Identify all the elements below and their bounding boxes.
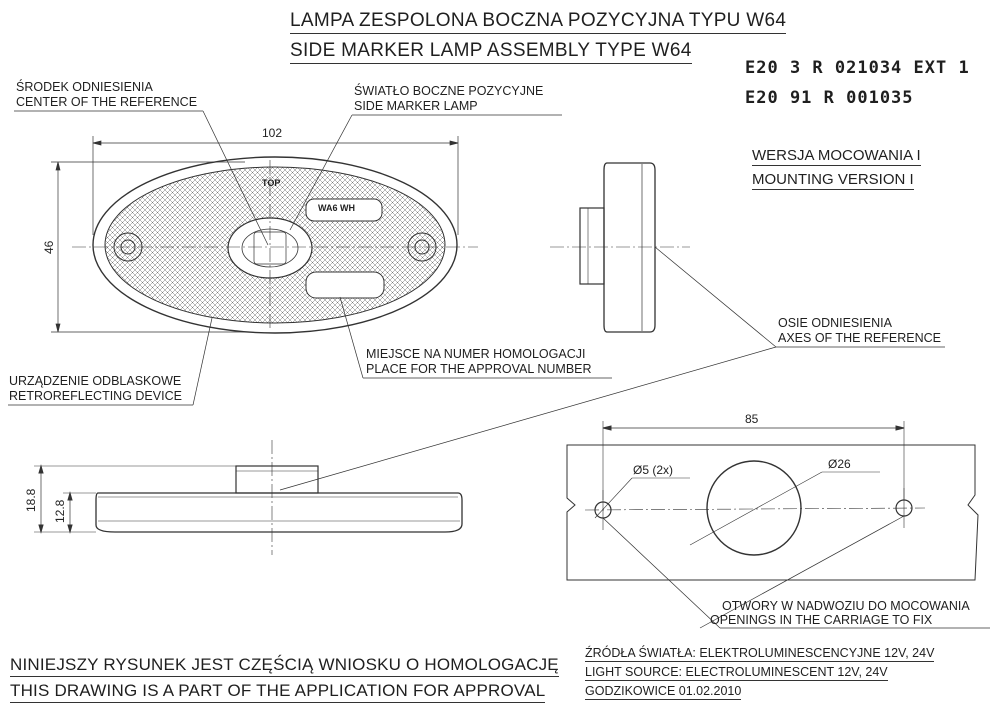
mounting-version-polish: WERSJA MOCOWANIA I [752,147,921,166]
dimension-total-height: 18.8 [24,488,38,512]
label-openings-pl: OTWORY W NADWOZIU DO MOCOWANIA [722,599,970,613]
dimension-body-height: 12.8 [53,499,67,523]
title-english: SIDE MARKER LAMP ASSEMBLY TYPE W64 [290,40,692,64]
label-approval-place-en: PLACE FOR THE APPROVAL NUMBER [366,362,592,376]
front-view-lamp [72,156,478,334]
label-center-reference-en: CENTER OF THE REFERENCE [16,95,198,109]
dimension-height: 46 [42,240,56,254]
light-source-en: LIGHT SOURCE: ELECTROLUMINESCENT 12V, 24… [585,665,888,681]
mounting-openings-view [566,421,979,581]
label-side-marker-pl: ŚWIATŁO BOCZNE POZYCYJNE [354,84,544,98]
label-axes-reference-en: AXES OF THE REFERENCE [778,331,941,345]
front-view-dimensions [51,136,459,333]
label-approval-place-pl: MIEJSCE NA NUMER HOMOLOGACJI [366,347,586,361]
approval-code-1: E20 3 R 021034 EXT 1 [745,58,970,78]
light-source-pl: ŹRÓDŁA ŚWIATŁA: ELEKTROLUMINESCENCYJNE 1… [585,646,935,662]
title-polish: LAMPA ZESPOLONA BOCZNA POZYCYJNA TYPU W6… [290,10,787,34]
label-retroreflecting-en: RETROREFLECTING DEVICE [9,389,182,403]
bottom-view-lamp [34,440,463,555]
dimension-hole-spacing: 85 [745,412,759,426]
dimension-center-hole-diameter: Ø26 [828,457,851,471]
leader-lines [8,110,990,629]
approval-code-2: E20 91 R 001035 [745,88,914,108]
marking-top: TOP [262,178,281,188]
label-side-marker-en: SIDE MARKER LAMP [354,99,478,113]
dimension-width: 102 [262,126,283,140]
marking-code: WA6 WH [318,203,355,213]
note-english: THIS DRAWING IS A PART OF THE APPLICATIO… [10,681,546,703]
note-polish: NINIEJSZY RYSUNEK JEST CZĘŚCIĄ WNIOSKU O… [10,655,559,677]
label-retroreflecting-pl: URZĄDZENIE ODBLASKOWE [9,374,182,388]
mounting-version-english: MOUNTING VERSION I [752,171,914,190]
light-source-date: GODZIKOWICE 01.02.2010 [585,684,742,700]
label-openings-en: OPENINGS IN THE CARRIAGE TO FIX [710,613,933,627]
label-center-reference-pl: ŚRODEK ODNIESIENIA [16,80,153,94]
side-view-lamp [550,162,690,333]
label-axes-reference-pl: OSIE ODNIESIENIA [778,316,892,330]
dimension-hole-diameter: Ø5 (2x) [633,463,674,477]
